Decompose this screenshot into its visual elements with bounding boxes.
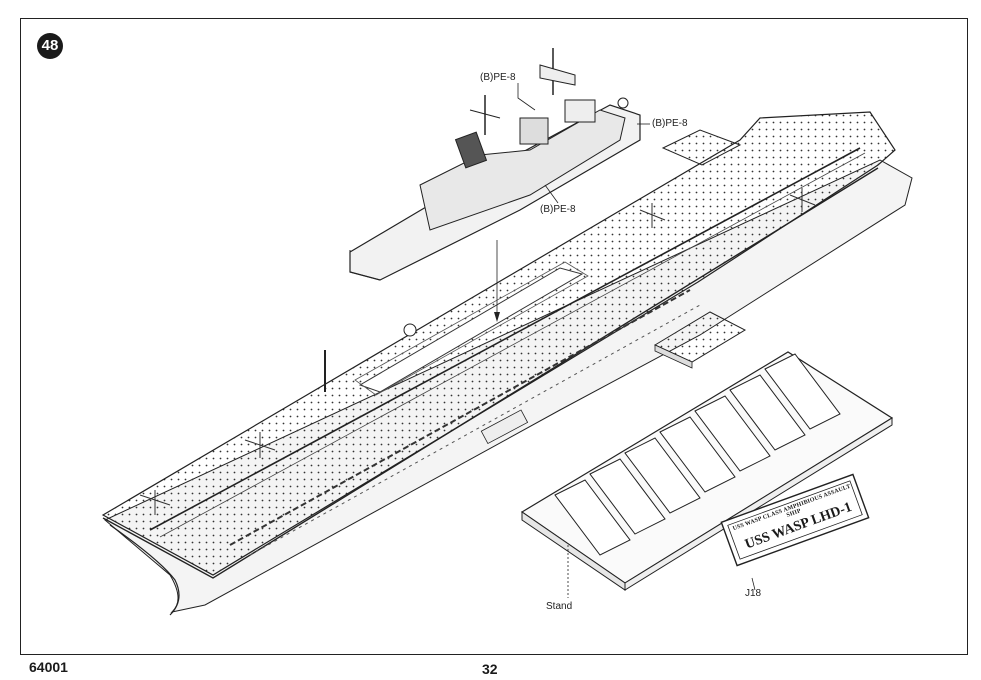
callout-pe8-top: (B)PE-8 (480, 72, 516, 83)
deck-elevator-aft (661, 129, 742, 166)
step-number-badge: 48 (37, 33, 63, 59)
ship-bow (109, 524, 180, 616)
callout-nameplate-part: J18 (745, 588, 762, 599)
flight-deck (101, 111, 896, 576)
page-frame (20, 18, 968, 655)
nameplate (720, 473, 870, 567)
callout-pe8-right: (B)PE-8 (652, 118, 688, 129)
display-stand (520, 351, 894, 591)
callout-stand: Stand (546, 601, 573, 612)
island-footprint (358, 267, 584, 393)
kit-number: 64001 (29, 659, 68, 675)
island-superstructure (349, 48, 641, 281)
callout-pe8-mid: (B)PE-8 (540, 204, 576, 215)
page-number: 32 (482, 661, 498, 677)
